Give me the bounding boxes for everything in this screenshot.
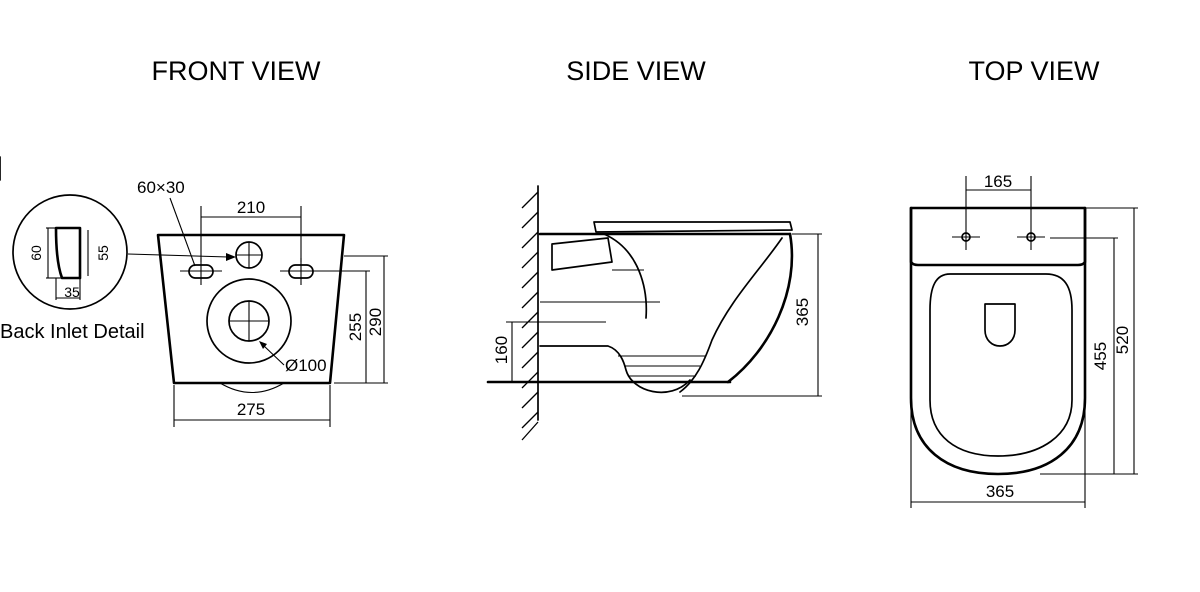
front-spacing-dim: 210 xyxy=(237,198,265,217)
front-view: Ø100 60×30 210 255 290 275 xyxy=(127,178,388,427)
front-holes-dim: 60×30 xyxy=(137,178,185,197)
top-width-dim: 365 xyxy=(986,482,1014,501)
side-view: 160 365 xyxy=(486,185,822,441)
detail-outer-dim: 60 xyxy=(28,245,44,261)
top-spacing-dim: 165 xyxy=(984,172,1012,191)
side-view-title: SIDE VIEW xyxy=(566,56,706,86)
front-width-dim: 275 xyxy=(237,400,265,419)
front-outlet-dim: Ø100 xyxy=(285,356,327,375)
front-view-title: FRONT VIEW xyxy=(151,56,321,86)
top-view-title: TOP VIEW xyxy=(968,56,1100,86)
side-inlet-height-dim: 160 xyxy=(492,336,511,364)
detail-caption: Back Inlet Detail xyxy=(0,321,145,343)
top-outer-length-dim: 520 xyxy=(1113,326,1132,354)
top-inner-length-dim: 455 xyxy=(1091,342,1110,370)
front-inner-height-dim: 255 xyxy=(346,313,365,341)
front-outer-height-dim: 290 xyxy=(366,308,385,336)
side-depth-dim: 365 xyxy=(793,298,812,326)
back-inlet-detail: 60 55 35 xyxy=(0,156,128,310)
detail-width-dim: 35 xyxy=(64,284,80,300)
top-view: 165 455 520 365 xyxy=(909,172,1138,508)
detail-inner-dim: 55 xyxy=(95,245,111,261)
